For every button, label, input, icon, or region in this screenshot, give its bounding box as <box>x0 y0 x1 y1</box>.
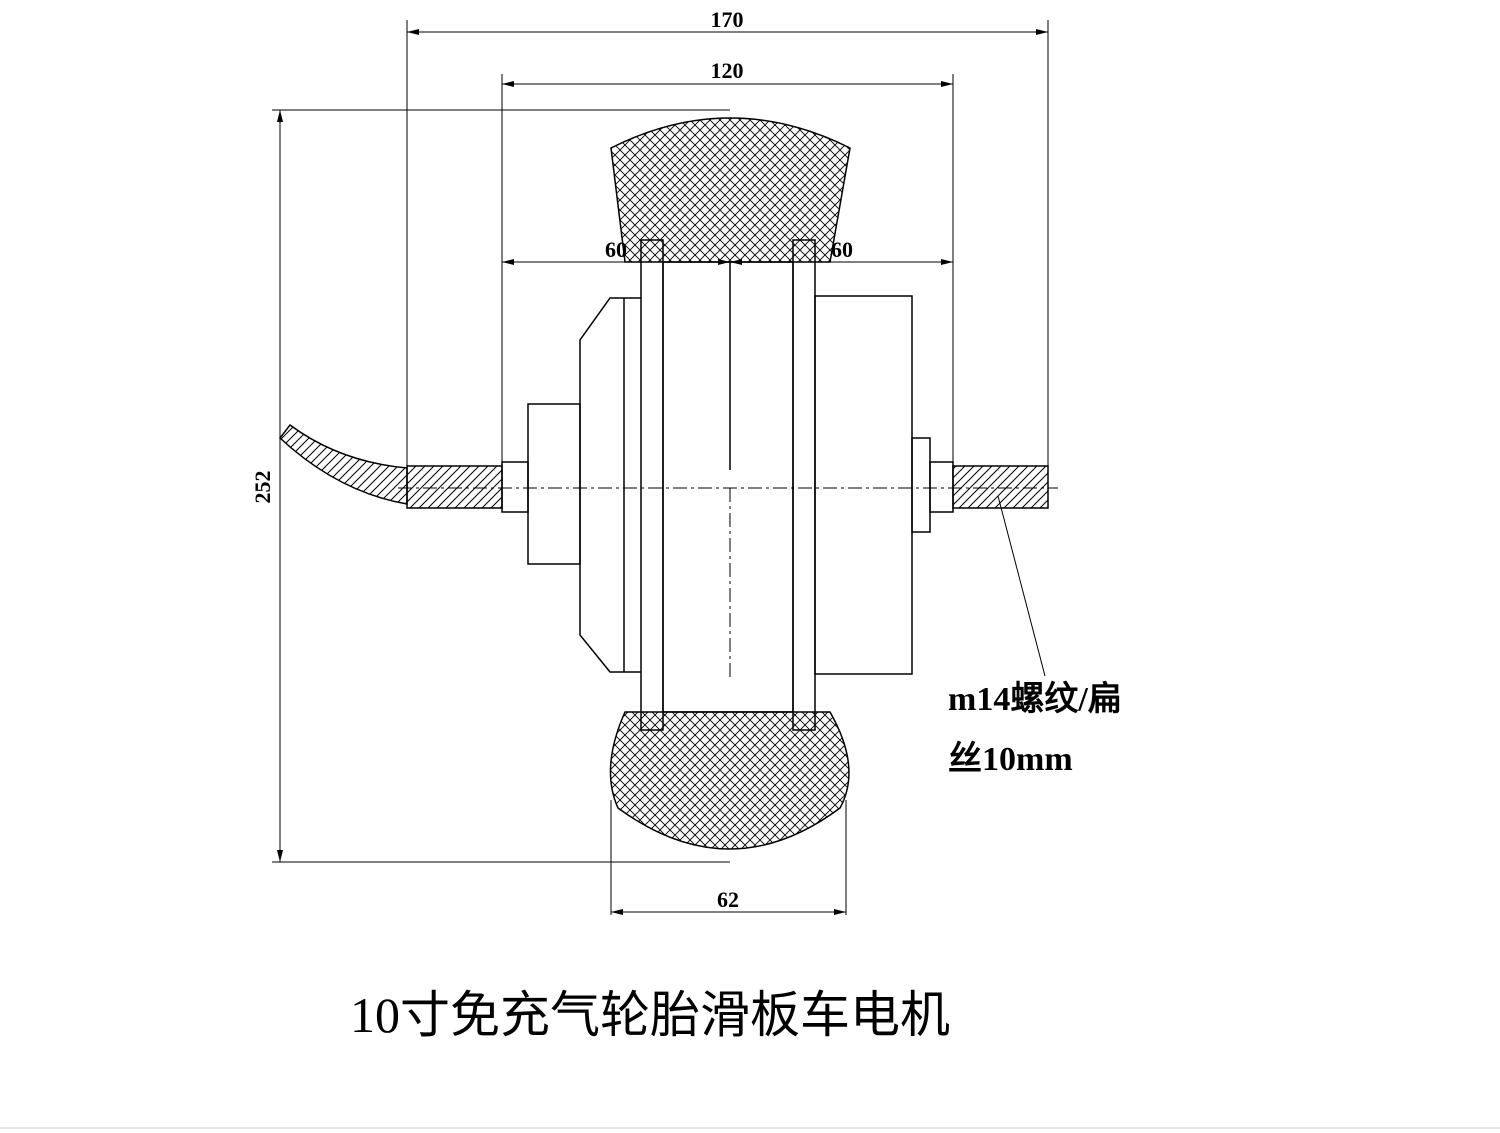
axle <box>398 461 1058 513</box>
dim-inner-width: 120 <box>501 58 954 470</box>
dim-label-252: 252 <box>250 471 275 504</box>
dim-label-120: 120 <box>711 58 744 83</box>
dim-overall-width: 170 <box>406 7 1049 470</box>
cable <box>278 423 408 505</box>
dim-label-62: 62 <box>717 887 739 912</box>
dim-offsets: 60 60 <box>502 237 953 265</box>
dim-label-left-60: 60 <box>605 237 627 262</box>
thread-spec-line1: m14螺纹/扁 <box>948 680 1122 718</box>
dim-tire-width: 62 <box>610 800 847 915</box>
dim-label-right-60: 60 <box>831 237 853 262</box>
tire-bottom <box>609 711 850 850</box>
axle-left-flat <box>406 465 503 509</box>
drawing-caption: 10寸免充气轮胎滑板车电机 <box>350 987 950 1043</box>
tire-top <box>610 117 851 263</box>
dim-diameter: 252 <box>250 109 730 863</box>
hub-body <box>527 239 931 731</box>
axle-right-flat <box>952 465 1049 509</box>
annotation-leader <box>997 495 1046 677</box>
thread-spec-line2: 丝10mm <box>948 740 1073 778</box>
dim-label-170: 170 <box>711 7 744 32</box>
